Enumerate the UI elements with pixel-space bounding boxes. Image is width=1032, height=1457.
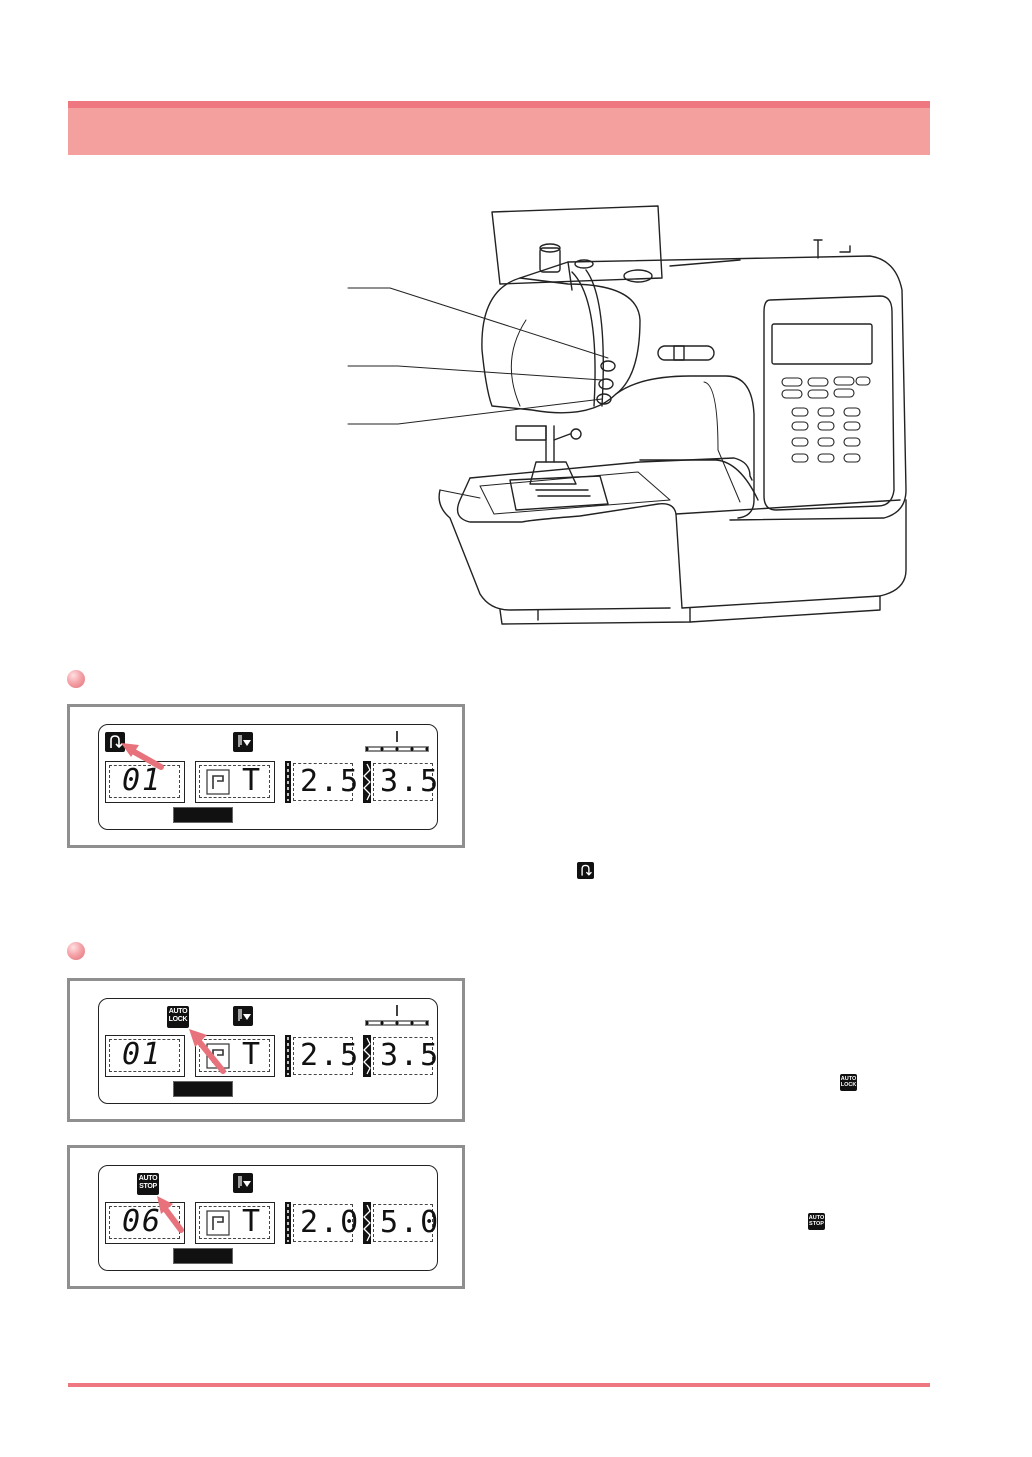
stitch-width-value: 5.0 [380, 1205, 441, 1240]
reverse-stitch-icon [105, 732, 125, 752]
lcd-display: 01 T 2.5 3.5 [98, 724, 438, 830]
stitch-length-box: 2.5 [293, 1037, 358, 1075]
pattern-number-box: 01 [105, 761, 185, 803]
section-1-bullet-icon [67, 670, 85, 688]
presser-foot-letter: T [242, 1204, 263, 1239]
stitch-length-icon [285, 1035, 291, 1077]
presser-foot-box: T [195, 1035, 275, 1077]
pattern-number: 06 [122, 1204, 163, 1239]
stitch-length-icon [285, 761, 291, 803]
stitch-length-box: 2.0 [293, 1204, 358, 1242]
stitch-width-value: 3.5 [380, 1038, 441, 1073]
stitch-length-value: 2.5 [300, 764, 361, 799]
stitch-width-icon [363, 761, 371, 803]
pattern-number-box: 01 [105, 1035, 185, 1077]
footer-rule [68, 1383, 930, 1387]
needle-down-icon [233, 732, 253, 752]
presser-foot-icon [206, 1210, 230, 1236]
status-bar [173, 1248, 233, 1264]
pattern-number: 01 [122, 763, 163, 798]
pattern-number: 01 [122, 1037, 163, 1072]
pointer-arrow [189, 1029, 226, 1074]
needle-down-icon [233, 1006, 253, 1026]
presser-foot-letter: T [242, 763, 263, 798]
lcd-panel-frame-1: 01 T 2.5 3.5 [67, 704, 465, 848]
stitch-width-icon [363, 1202, 371, 1244]
stitch-length-value: 2.5 [300, 1038, 361, 1073]
presser-foot-box: T [195, 761, 275, 803]
presser-foot-icon [206, 769, 230, 795]
stitch-length-value: 2.0 [300, 1205, 361, 1240]
stitch-width-icon [363, 1035, 371, 1077]
pattern-number-box: 06 [105, 1202, 185, 1244]
stitch-length-icon [285, 1202, 291, 1244]
presser-foot-letter: T [242, 1037, 263, 1072]
section-2-bullet-icon [67, 942, 85, 960]
presser-foot-box: T [195, 1202, 275, 1244]
reverse-stitch-inline-icon [577, 862, 594, 879]
width-scale-icon [365, 1005, 429, 1026]
stitch-width-box: 3.5 [373, 763, 438, 801]
stitch-length-box: 2.5 [293, 763, 358, 801]
status-bar [173, 807, 233, 823]
stitch-width-value: 3.5 [380, 764, 441, 799]
needle-down-icon [233, 1173, 253, 1193]
sewing-machine-illustration [347, 205, 907, 625]
width-scale-icon [365, 731, 429, 752]
pointer-arrow [157, 1196, 184, 1233]
stitch-width-box: 5.0 [373, 1204, 438, 1242]
section-title-bar [68, 101, 930, 155]
pointer-arrow [121, 743, 164, 770]
status-bar [173, 1081, 233, 1097]
stitch-width-box: 3.5 [373, 1037, 438, 1075]
